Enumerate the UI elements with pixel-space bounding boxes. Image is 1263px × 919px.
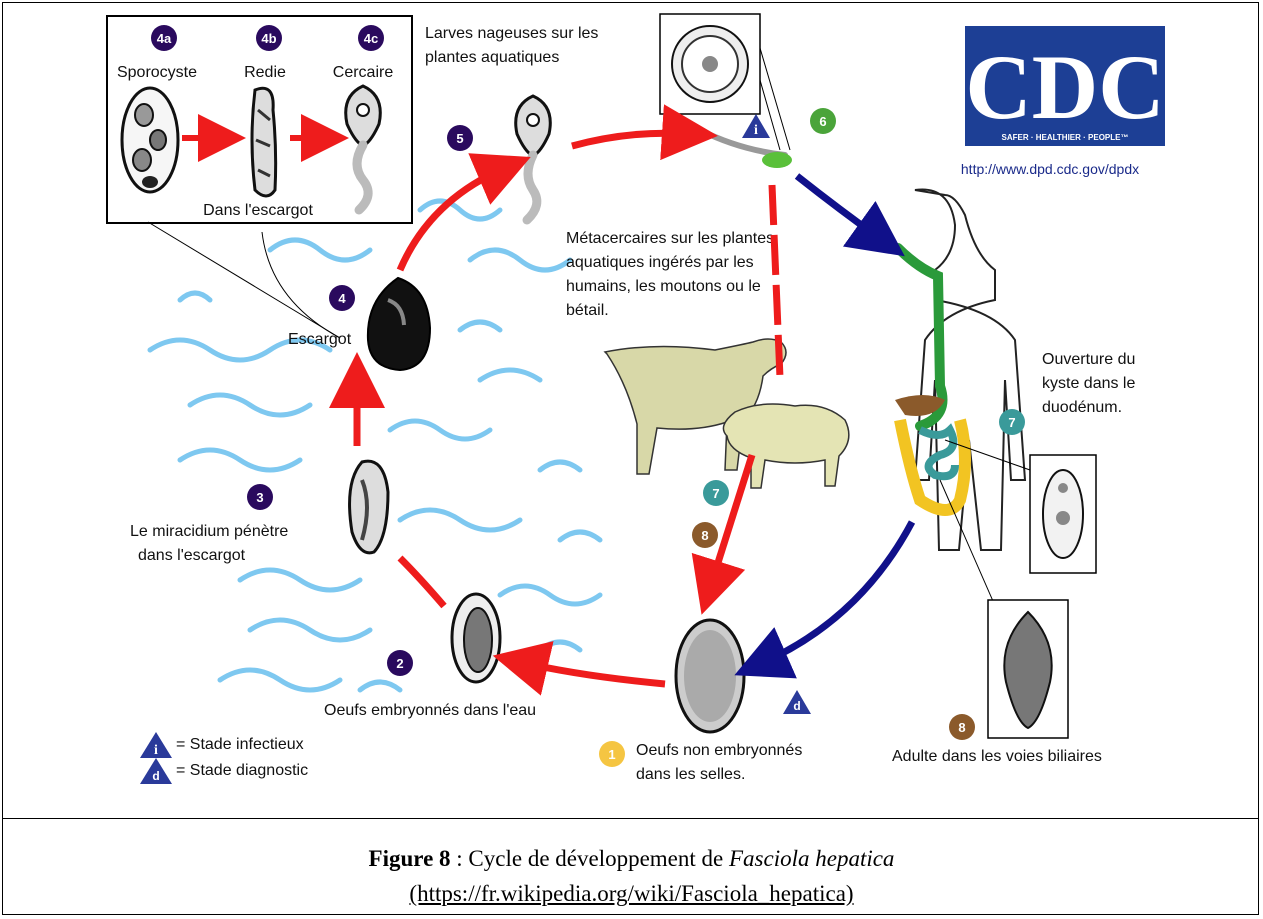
species-name: Fasciola hepatica (729, 846, 894, 871)
source-link[interactable]: (https://fr.wikipedia.org/wiki/Fasciola_… (409, 881, 853, 906)
figure-source: (https://fr.wikipedia.org/wiki/Fasciola_… (0, 881, 1263, 907)
figure-label: Figure 8 (369, 846, 451, 871)
caption-divider (2, 818, 1259, 819)
caption-text: : Cycle de développement de (451, 846, 729, 871)
figure-caption: Figure 8 : Cycle de développement de Fas… (0, 846, 1263, 872)
